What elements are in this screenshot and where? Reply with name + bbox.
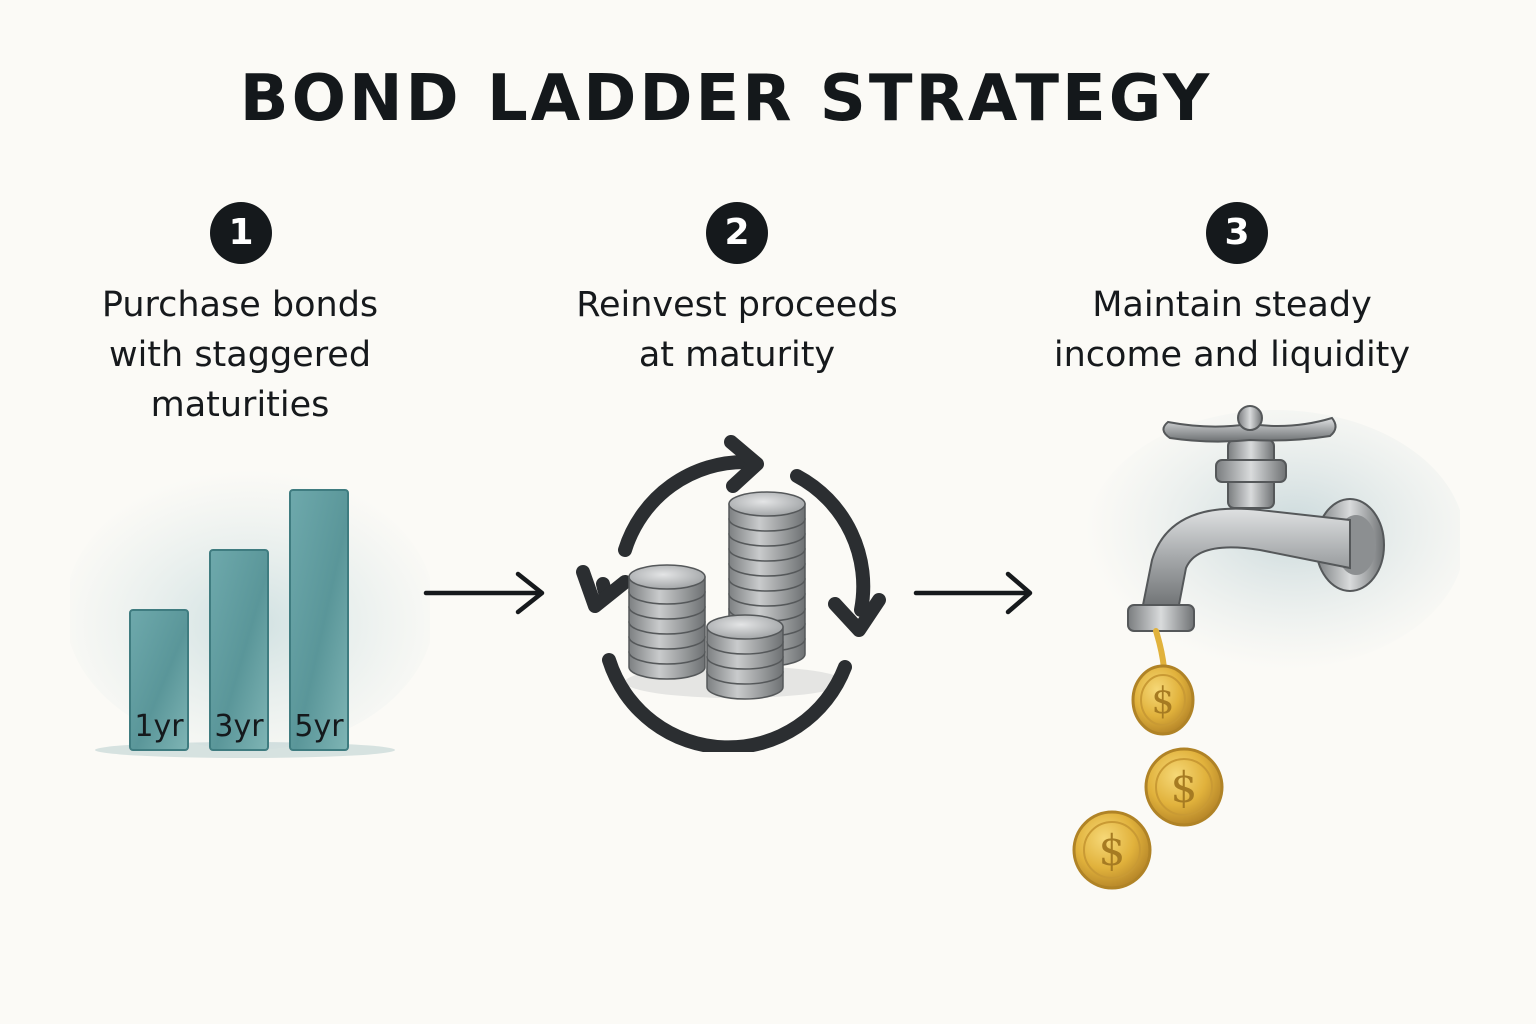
step-2-number-badge: 2: [706, 202, 768, 264]
gold-coin: $: [1072, 810, 1152, 890]
page-title: BOND LADDER STRATEGY: [239, 62, 1213, 136]
step-2-description: Reinvest proceeds at maturity: [517, 280, 957, 380]
step-2-line-2: at maturity: [638, 335, 836, 375]
coin-stack-left: [628, 564, 706, 680]
step-1-number-badge: 1: [210, 202, 272, 264]
svg-text:$: $: [1099, 826, 1126, 875]
maturity-bar-1yr: [129, 609, 189, 751]
step-2-line-1: Reinvest proceeds: [576, 285, 898, 325]
faucet-dripping-coins-icon: $ $ $: [1072, 405, 1460, 890]
maturity-bar-5yr: [289, 489, 349, 751]
gold-coin: $: [1144, 747, 1224, 827]
arrow-right-icon: [423, 571, 545, 615]
svg-text:$: $: [1152, 681, 1175, 722]
spout-tip: [1127, 604, 1195, 632]
gold-coin: $: [1131, 664, 1195, 736]
svg-text:$: $: [1171, 763, 1198, 812]
handle-cap: [1237, 405, 1263, 431]
arrow-right-icon: [913, 571, 1033, 615]
maturity-bar-label: 3yr: [214, 709, 264, 744]
step-3-line-2: income and liquidity: [1053, 335, 1411, 375]
maturity-bar-label: 1yr: [134, 709, 184, 744]
step-3-number-badge: 3: [1206, 202, 1268, 264]
maturity-bar-3yr: [209, 549, 269, 751]
step-1-line-2: with staggered: [108, 335, 372, 375]
valve-collar: [1215, 459, 1287, 483]
arrow-heads: [576, 435, 886, 637]
step-1-line-3: maturities: [150, 385, 330, 425]
coin-stack-back: [728, 491, 806, 667]
step-1-line-1: Purchase bonds: [101, 285, 379, 325]
step-1-description: Purchase bonds with staggered maturities: [20, 280, 460, 430]
maturity-bar-label: 5yr: [294, 709, 344, 744]
coin-stacks-cycle-icon: [576, 435, 886, 752]
coin-stack-front: [706, 614, 784, 700]
step-3-description: Maintain steady income and liquidity: [1012, 280, 1452, 380]
step-3-line-1: Maintain steady: [1092, 285, 1372, 325]
bond-maturity-bars-icon: 1yr 3yr 5yr: [70, 470, 430, 758]
